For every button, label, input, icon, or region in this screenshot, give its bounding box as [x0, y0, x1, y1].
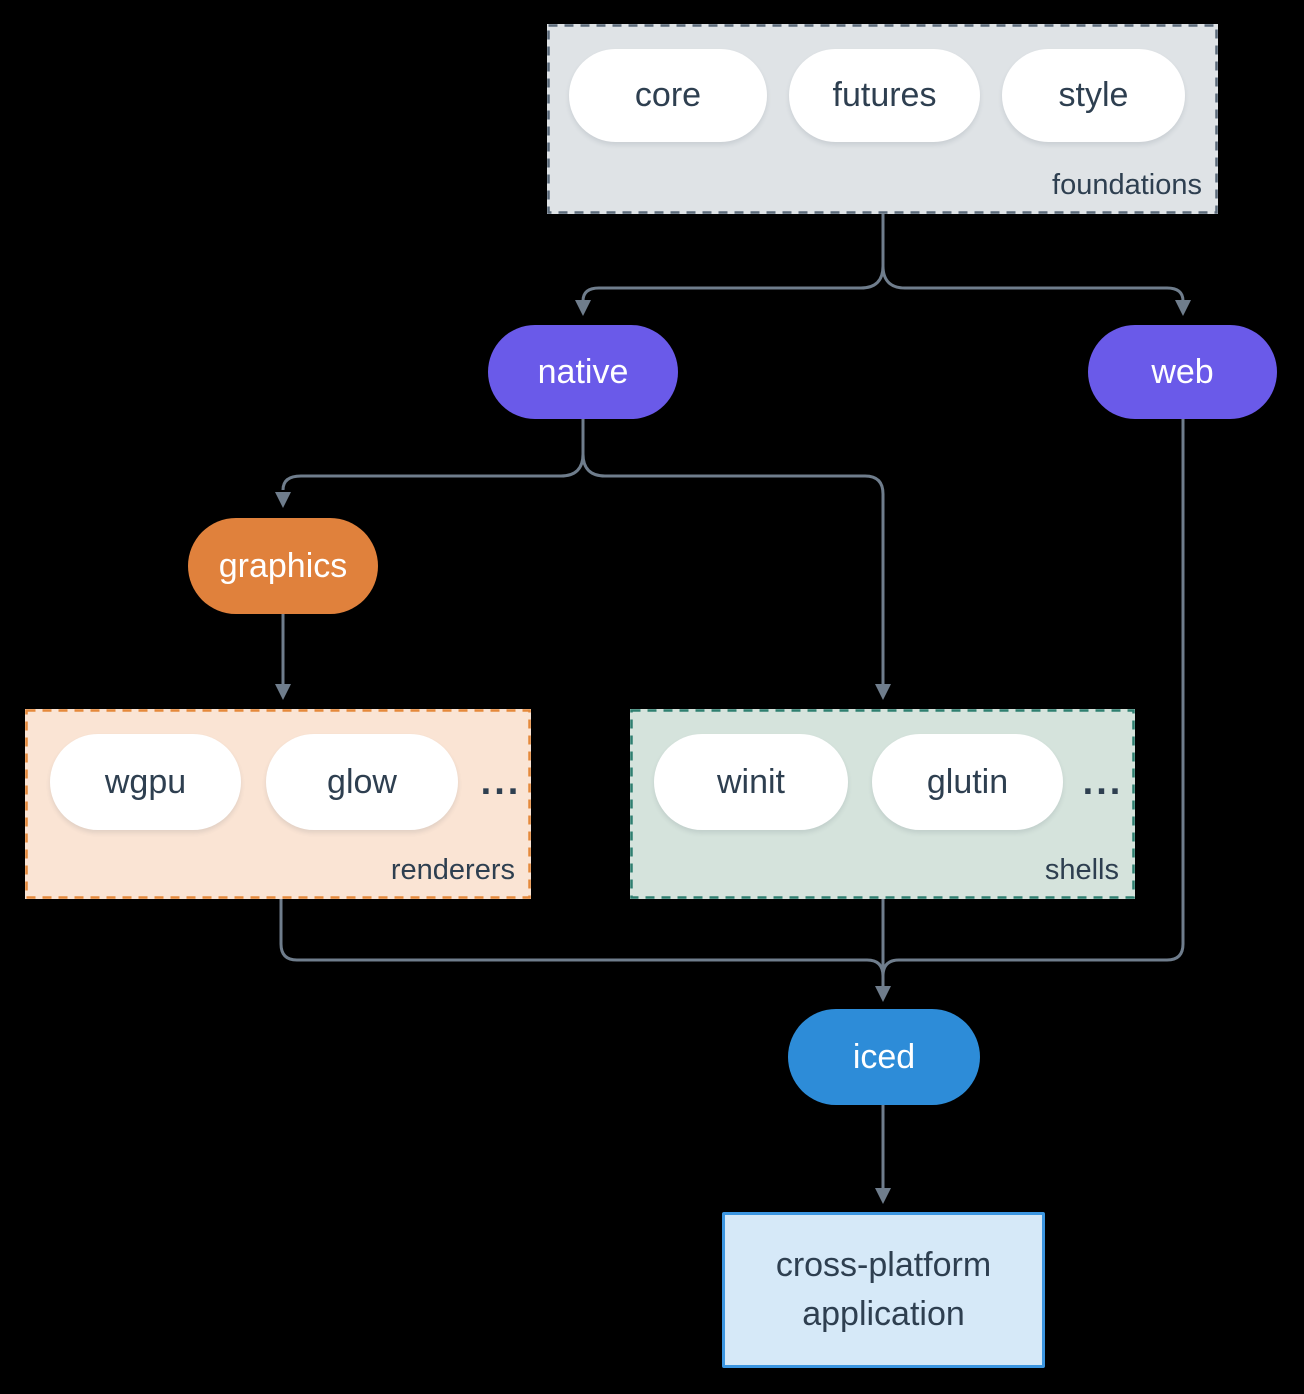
edge-native-graphics	[275, 419, 585, 508]
arrowhead-renderers	[275, 684, 291, 700]
foundations-group-label: foundations	[1052, 169, 1202, 201]
edge-foundations-native	[575, 214, 885, 316]
group-foundations: core futures style foundations	[547, 24, 1218, 214]
node-iced-label: iced	[852, 1037, 916, 1076]
edge-native-shells	[581, 453, 891, 700]
renderers-ellipsis: ...	[480, 760, 522, 803]
arrowhead-iced	[875, 986, 891, 1002]
node-futures-label: futures	[832, 76, 937, 114]
node-glutin-label: glutin	[926, 762, 1009, 801]
node-winit: winit	[654, 734, 848, 830]
node-style: style	[1002, 49, 1185, 142]
node-wgpu-label: wgpu	[104, 762, 187, 801]
arrowhead-native	[575, 300, 591, 316]
node-native: native	[488, 325, 678, 419]
node-core: core	[569, 49, 767, 142]
node-glutin: glutin	[872, 734, 1063, 830]
node-futures: futures	[789, 49, 980, 142]
node-glow-label: glow	[327, 762, 397, 801]
node-application: cross-platform application	[722, 1212, 1045, 1368]
shells-ellipsis: ...	[1082, 760, 1124, 803]
edge-graphics-renderers	[275, 614, 291, 700]
node-winit-label: winit	[716, 762, 786, 801]
arrowhead-application	[875, 1188, 891, 1204]
group-renderers: wgpu glow ... renderers	[25, 709, 531, 899]
foundations-dashed-border	[547, 24, 1218, 214]
node-web: web	[1088, 325, 1277, 419]
node-graphics-label: graphics	[218, 546, 348, 585]
application-label-line2: application	[802, 1295, 965, 1333]
node-iced: iced	[788, 1009, 980, 1105]
edge-iced-application	[875, 1105, 891, 1204]
node-core-label: core	[634, 76, 702, 114]
node-native-label: native	[537, 352, 629, 391]
renderers-group-label: renderers	[390, 854, 515, 886]
shells-dashed-border	[630, 709, 1135, 899]
edge-renderers-iced	[279, 899, 885, 977]
group-shells: winit glutin ... shells	[630, 709, 1135, 899]
node-glow: glow	[266, 734, 458, 830]
edge-web-iced	[881, 419, 1185, 977]
edge-shells-iced	[875, 899, 891, 1002]
node-wgpu: wgpu	[50, 734, 241, 830]
renderers-dashed-border	[25, 709, 531, 899]
arrowhead-graphics	[275, 492, 291, 508]
arrowhead-web	[1175, 300, 1191, 316]
edge-foundations-web	[881, 265, 1191, 316]
application-label-line1: cross-platform	[775, 1245, 992, 1284]
arrowhead-shells	[875, 684, 891, 700]
node-style-label: style	[1058, 76, 1129, 114]
node-graphics: graphics	[188, 518, 378, 614]
node-web-label: web	[1151, 352, 1214, 391]
shells-group-label: shells	[1044, 854, 1119, 886]
